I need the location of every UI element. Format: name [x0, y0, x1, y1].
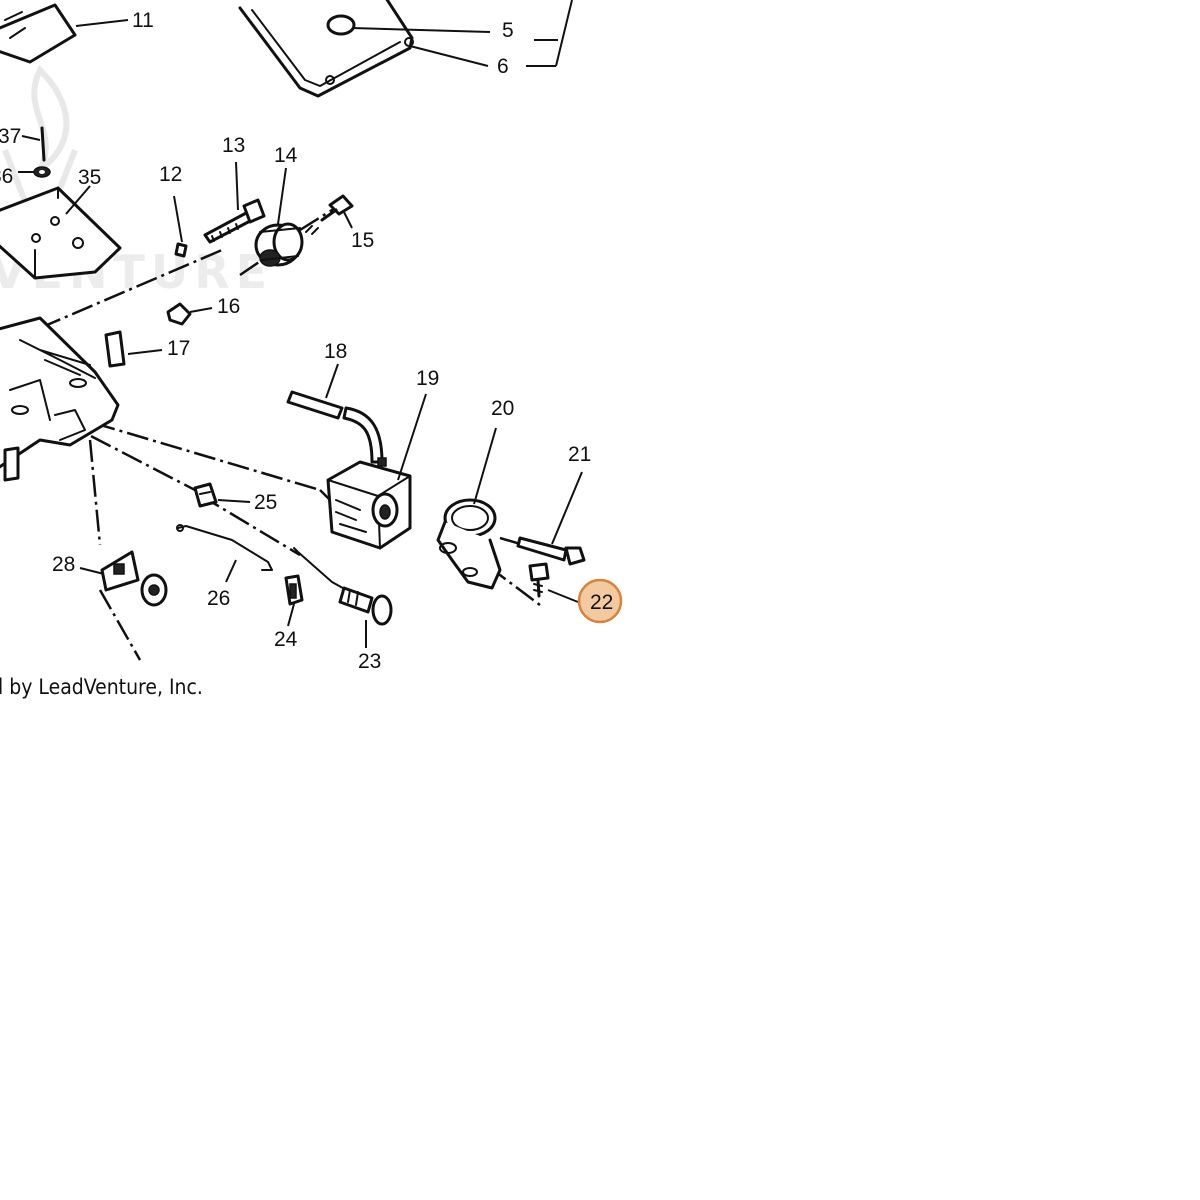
part-5-grommet[interactable] [326, 14, 356, 36]
part-11-cover[interactable] [0, 3, 77, 64]
part-12-pin[interactable] [174, 242, 188, 258]
label-12[interactable]: 12 [159, 163, 182, 186]
nut-lower[interactable] [140, 573, 168, 607]
label-18[interactable]: 18 [324, 340, 347, 363]
copyright-text: l by LeadVenture, Inc. [0, 675, 203, 699]
label-36[interactable]: 36 [0, 165, 13, 188]
highlight-circle-22[interactable] [577, 578, 623, 624]
label-25[interactable]: 25 [254, 491, 277, 514]
part-20-intake-manifold[interactable] [436, 498, 502, 590]
label-22[interactable]: 22 [590, 591, 613, 614]
part-13-screw[interactable] [203, 198, 266, 244]
part-25-clip[interactable] [193, 482, 218, 508]
label-28[interactable]: 28 [52, 553, 75, 576]
label-21[interactable]: 21 [568, 443, 591, 466]
engine-body[interactable] [0, 316, 120, 482]
part-22-screw[interactable] [528, 562, 550, 598]
label-13[interactable]: 13 [222, 134, 245, 157]
label-17[interactable]: 17 [167, 337, 190, 360]
part-5-6-filter-frame[interactable] [238, 0, 414, 98]
label-23[interactable]: 23 [358, 650, 381, 673]
label-14[interactable]: 14 [274, 144, 298, 167]
label-35[interactable]: 35 [78, 166, 101, 189]
part-18-fuel-line[interactable] [286, 390, 384, 464]
leader-lines [18, 0, 583, 648]
part-19-carburetor[interactable] [326, 457, 412, 550]
part-16-nut[interactable] [166, 302, 192, 326]
label-5[interactable]: 5 [502, 19, 514, 42]
part-28-plate[interactable] [100, 550, 140, 592]
part-36-washer[interactable] [33, 166, 51, 178]
label-15[interactable]: 15 [351, 229, 374, 252]
label-19[interactable]: 19 [416, 367, 439, 390]
part-17-gasket[interactable] [104, 330, 126, 368]
label-16[interactable]: 16 [217, 295, 240, 318]
part-15-bolt[interactable] [305, 194, 354, 235]
part-37-pin[interactable] [40, 126, 46, 162]
part-23-choke-knob[interactable] [293, 547, 393, 626]
label-6[interactable]: 6 [497, 55, 509, 78]
part-26-throttle-rod[interactable] [176, 524, 273, 571]
label-11[interactable]: 11 [132, 9, 154, 32]
part-labels: 11 5 6 37 36 35 12 13 14 15 16 17 18 19 … [0, 9, 613, 673]
part-21-screw[interactable] [516, 536, 586, 566]
label-20[interactable]: 20 [491, 397, 514, 420]
part-35-block[interactable] [0, 186, 122, 280]
part-24-bracket[interactable] [284, 574, 304, 606]
label-37[interactable]: 37 [0, 125, 21, 148]
label-26[interactable]: 26 [207, 587, 230, 610]
part-14-drum[interactable] [254, 222, 304, 267]
label-24[interactable]: 24 [274, 628, 298, 651]
